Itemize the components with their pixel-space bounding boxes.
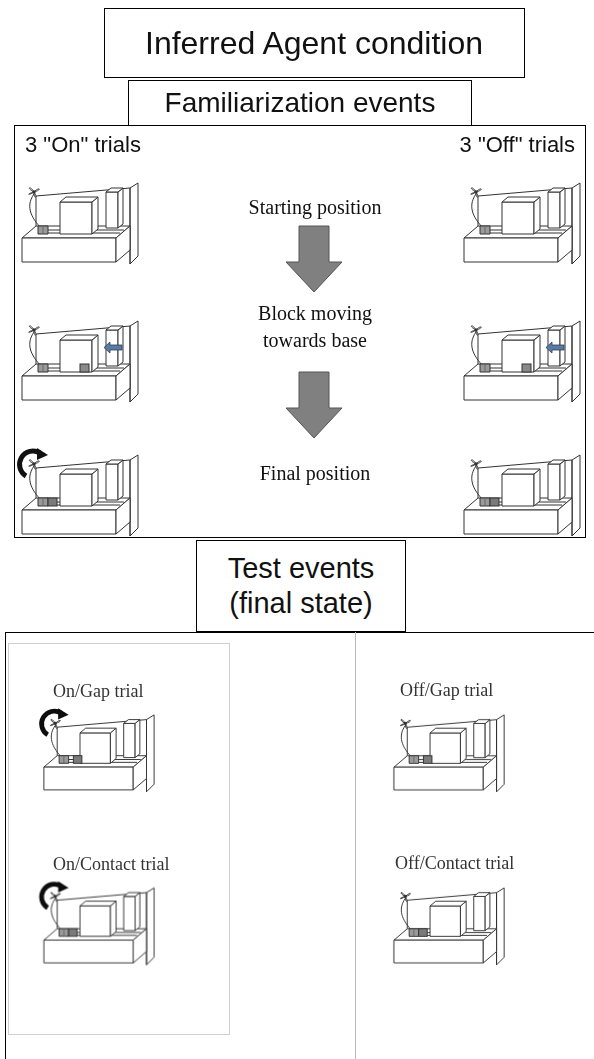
step-label: Final position: [235, 460, 395, 487]
test-panel: Off/Gap trialOff/Contact trial: [356, 633, 594, 1059]
column-label: 3 "On" trials: [25, 130, 141, 160]
apparatus-on-contact: [42, 881, 155, 965]
apparatus-on-gap: [42, 708, 155, 792]
apparatus-on-start: [22, 183, 138, 264]
apparatus-off-gap: [394, 715, 504, 792]
apparatus-off-start: [464, 183, 580, 264]
apparatus-off-contact: [394, 888, 504, 965]
section-box: Familiarization events: [128, 80, 472, 126]
heading-text: Familiarization events: [165, 86, 436, 120]
heading-text: Inferred Agent condition: [145, 24, 483, 62]
apparatus-off-final: [464, 455, 580, 536]
apparatus-off-moving: [464, 321, 580, 402]
test-frame: [5, 632, 594, 1059]
step-label: Block moving towards base: [235, 300, 395, 354]
heading-text: Test events (final state): [207, 551, 395, 621]
apparatus-on-final: [20, 448, 138, 536]
title-box: Inferred Agent condition: [104, 8, 525, 78]
trial-label: On/Contact trial: [53, 852, 169, 876]
test-panel: On/Gap trialOn/Contact trial: [8, 643, 230, 1035]
section-box: Test events (final state): [196, 540, 406, 632]
apparatus-on-moving: [22, 321, 138, 402]
trial-label: On/Gap trial: [53, 679, 143, 703]
step-label: Starting position: [235, 194, 395, 221]
familiarization-panel: 3 "On" trials 3 "Off" trialsStarting posi…: [14, 125, 586, 538]
trial-label: Off/Contact trial: [395, 851, 514, 875]
column-label: 3 "Off" trials: [460, 130, 575, 160]
trial-label: Off/Gap trial: [400, 678, 493, 702]
